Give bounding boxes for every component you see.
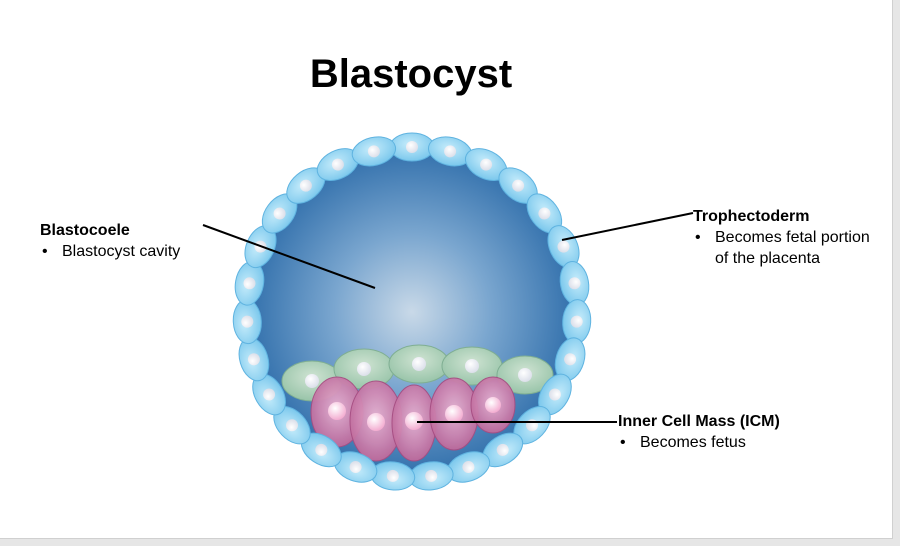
- trophectoderm-cell: [261, 193, 298, 234]
- trophectoderm-cell: [232, 299, 262, 345]
- trophectoderm-cell: [526, 193, 563, 234]
- trophectoderm-nucleus: [564, 353, 577, 366]
- trophectoderm-nucleus: [496, 443, 509, 456]
- trophectoderm-nucleus: [425, 469, 438, 482]
- blastocoele-bullet: Blastocyst cavity: [40, 241, 210, 262]
- trophectoderm-cell: [408, 461, 454, 491]
- trophectoderm-cell: [316, 148, 360, 182]
- trophectoderm-cell: [351, 136, 397, 167]
- trophectoderm-nucleus: [241, 315, 254, 328]
- icm-top-cell: [388, 344, 450, 384]
- trophectoderm-nucleus: [386, 469, 399, 482]
- trophectoderm-nucleus: [243, 277, 256, 290]
- trophectoderm-cell: [273, 406, 311, 445]
- icm-top-cell: [496, 355, 554, 395]
- blastocoele-heading: Blastocoele: [40, 222, 130, 239]
- trophectoderm-nucleus: [331, 158, 344, 171]
- trophectoderm-cell: [513, 406, 551, 445]
- inner-cell-mass: [281, 344, 554, 462]
- trophectoderm-bullet-line2: of the placenta: [715, 250, 820, 267]
- icm-cell: [310, 376, 364, 448]
- trophectoderm-bullet-line1: Becomes fetal portion: [715, 229, 870, 246]
- trophectoderm-nucleus: [247, 353, 260, 366]
- trophectoderm-nucleus: [286, 419, 298, 432]
- icm-bullet: Becomes fetus: [618, 432, 818, 453]
- trophectoderm-ring: [232, 132, 592, 491]
- blastocoele-leader-line: [202, 224, 376, 289]
- page-title: Blastocyst: [309, 52, 513, 96]
- trophectoderm-nucleus: [538, 207, 551, 220]
- blastocoele-label: Blastocoele Blastocyst cavity: [40, 220, 210, 262]
- trophectoderm-nucleus: [548, 388, 561, 401]
- icm-cell: [429, 377, 479, 451]
- trophectoderm-nucleus: [263, 388, 276, 401]
- trophectoderm-heading: Trophectoderm: [693, 208, 810, 225]
- trophectoderm-cell: [300, 432, 342, 468]
- trophectoderm-cell: [446, 451, 491, 483]
- trophectoderm-nucleus: [444, 145, 457, 158]
- trophectoderm-cell: [389, 132, 435, 162]
- trophectoderm-nucleus: [568, 277, 581, 290]
- trophectoderm-bullet: Becomes fetal portion of the placenta: [693, 227, 888, 269]
- trophectoderm-nucleus: [462, 461, 475, 473]
- trophectoderm-leader-line: [561, 212, 694, 241]
- icm-top-cell: [441, 346, 503, 386]
- trophectoderm-cell: [498, 167, 538, 204]
- slide: Blastocyst Blastocoele Blastocyst cavity…: [0, 0, 893, 539]
- trophectoderm-nucleus: [299, 179, 312, 192]
- icm-cell: [349, 380, 403, 462]
- trophectoderm-cell: [538, 373, 572, 416]
- trophectoderm-nucleus: [406, 141, 418, 153]
- trophectoderm-nucleus: [315, 443, 328, 456]
- icm-heading: Inner Cell Mass (ICM): [618, 413, 780, 430]
- icm-cell: [470, 376, 516, 434]
- trophectoderm-label: Trophectoderm Becomes fetal portion of th…: [693, 206, 888, 269]
- trophectoderm-cell: [427, 136, 473, 167]
- trophectoderm-nucleus: [570, 315, 583, 328]
- trophectoderm-cell: [559, 260, 590, 306]
- trophectoderm-nucleus: [480, 158, 493, 171]
- trophectoderm-cell: [286, 167, 326, 204]
- blastocyst-diagram: [202, 132, 694, 491]
- trophectoderm-cell: [482, 432, 524, 468]
- icm-label: Inner Cell Mass (ICM) Becomes fetus: [618, 411, 818, 453]
- trophectoderm-cell: [554, 337, 586, 382]
- trophectoderm-nucleus: [367, 145, 380, 158]
- trophectoderm-cell: [333, 451, 378, 483]
- trophectoderm-nucleus: [512, 179, 525, 192]
- trophectoderm-cell: [238, 337, 270, 382]
- trophectoderm-nucleus: [349, 461, 362, 473]
- trophectoderm-nucleus: [557, 240, 570, 253]
- trophectoderm-nucleus: [273, 207, 286, 220]
